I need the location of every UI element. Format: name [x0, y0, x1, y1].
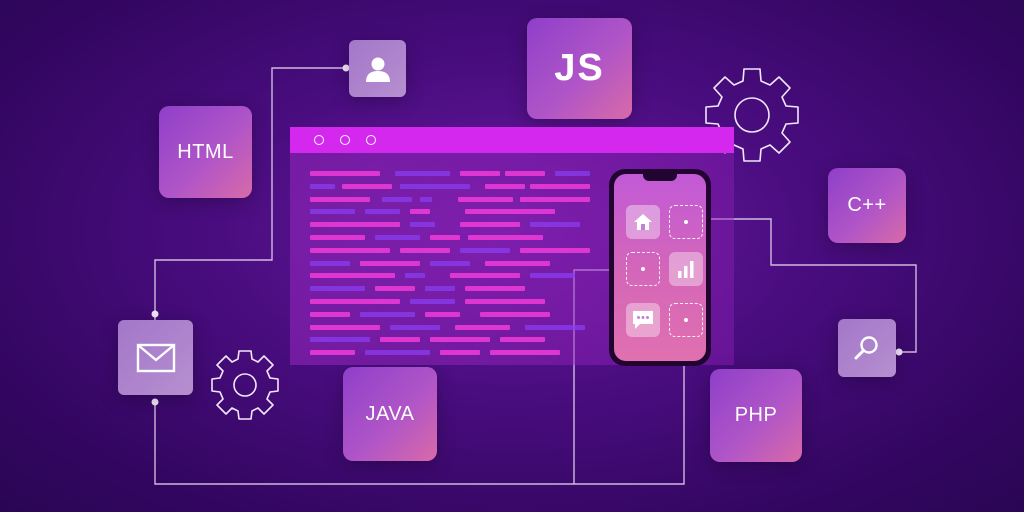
code-line: [450, 273, 520, 279]
code-line: [310, 324, 380, 330]
bar-chart-icon: [678, 261, 694, 278]
code-line: [390, 324, 440, 330]
code-line: [310, 273, 395, 279]
code-line: [365, 350, 430, 356]
code-line: [310, 311, 350, 317]
code-line: [458, 196, 513, 202]
html-tile: HTML: [159, 106, 252, 198]
code-line: [465, 209, 555, 215]
user-tile: [349, 40, 406, 97]
java-tile: JAVA: [343, 367, 437, 461]
code-line: [395, 171, 450, 176]
code-line: [410, 299, 455, 304]
code-line: [360, 311, 415, 317]
window-control-dot: [340, 135, 350, 145]
code-line: [310, 337, 370, 343]
js-label: JS: [554, 47, 605, 89]
window-title-bar: [290, 127, 734, 153]
code-line: [480, 311, 550, 317]
code-line: [310, 247, 390, 253]
code-line: [465, 286, 525, 292]
code-line: [375, 286, 415, 292]
envelope-icon: [136, 343, 175, 372]
code-line: [310, 196, 370, 202]
php-tile: PHP: [710, 369, 802, 462]
empty-app-slot: [669, 205, 703, 239]
code-line: [460, 247, 510, 253]
code-line: [310, 183, 335, 189]
code-line: [425, 311, 460, 317]
chat-app-icon: [626, 303, 660, 337]
code-line: [440, 350, 480, 356]
window-control-dot: [366, 135, 376, 145]
magnifier-icon: [854, 336, 878, 360]
code-line: [555, 171, 590, 176]
php-label: PHP: [734, 404, 778, 426]
code-line: [485, 183, 525, 189]
code-line: [365, 209, 400, 215]
code-line: [430, 337, 490, 343]
code-line: [310, 171, 380, 176]
code-line: [420, 196, 432, 202]
code-line: [468, 235, 543, 240]
code-line: [310, 222, 400, 228]
code-line: [430, 260, 470, 266]
code-line: [310, 209, 355, 215]
chart-app-icon: [669, 252, 703, 286]
mail-tile: [118, 320, 193, 395]
cpp-label: C++: [847, 194, 887, 216]
empty-app-slot: [626, 252, 660, 286]
code-line: [425, 286, 455, 292]
code-line: [310, 350, 355, 356]
home-app-icon: [626, 205, 660, 239]
window-control-dot: [314, 135, 324, 145]
code-line: [530, 273, 575, 279]
java-label: JAVA: [365, 402, 415, 425]
phone-notch: [643, 174, 677, 181]
js-tile: JS: [527, 18, 632, 119]
code-line: [525, 324, 585, 330]
cpp-tile: C++: [828, 168, 906, 243]
html-label: HTML: [177, 140, 234, 163]
user-icon: [365, 57, 390, 82]
code-line: [430, 235, 460, 240]
code-line: [400, 183, 470, 189]
code-line: [410, 222, 435, 228]
code-line: [520, 247, 590, 253]
code-line: [360, 260, 420, 266]
code-line: [455, 324, 510, 330]
code-line: [400, 247, 450, 253]
code-line: [460, 222, 520, 228]
gear-small-icon: [211, 350, 279, 420]
code-line: [410, 209, 430, 215]
code-line: [310, 235, 365, 240]
code-line: [460, 171, 500, 176]
code-line: [530, 183, 590, 189]
search-tile: [838, 319, 896, 377]
home-icon: [634, 214, 652, 230]
smartphone: [609, 169, 711, 366]
code-line: [530, 222, 580, 228]
code-line: [310, 286, 365, 292]
code-line: [500, 337, 545, 343]
code-line: [520, 196, 590, 202]
empty-app-slot: [669, 303, 703, 337]
phone-screen: [614, 174, 706, 361]
gear-large-icon: [705, 68, 799, 162]
code-line: [405, 273, 425, 279]
code-line: [465, 299, 545, 304]
code-line: [490, 350, 560, 356]
chat-bubble-icon: [633, 311, 653, 329]
code-line: [380, 337, 420, 343]
code-line: [375, 235, 420, 240]
code-line: [310, 299, 400, 304]
code-line: [505, 171, 545, 176]
code-line: [485, 260, 550, 266]
code-line: [310, 260, 350, 266]
code-line: [382, 196, 412, 202]
code-line: [342, 183, 392, 189]
